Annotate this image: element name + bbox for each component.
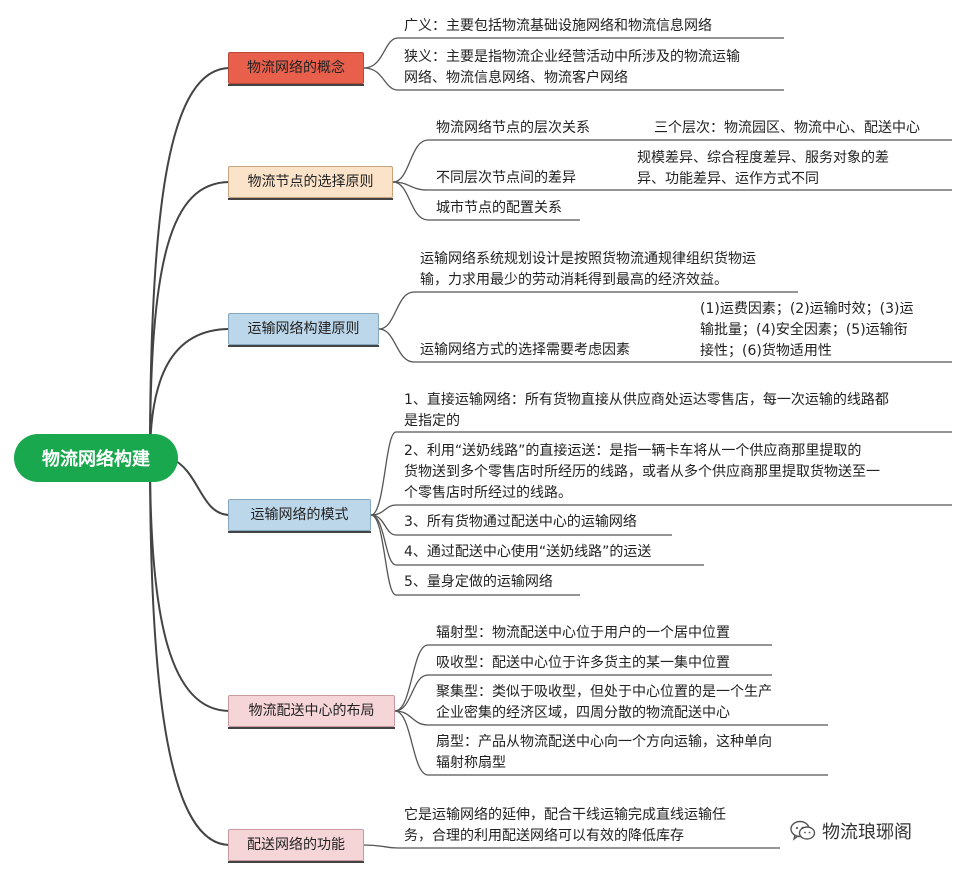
layout-fan-text: 扇型：产品从物流配送中心向一个方向运输，这种单向 辐射称扇型	[436, 734, 772, 771]
node-difference-detail: 规模差异、综合程度差异、服务对象的差 异、功能差异、运作方式不同	[637, 150, 889, 187]
transport-principle-text: 运输网络系统规划设计是按照货物流通规律组织货物运 输，力求用最少的劳动消耗得到最…	[420, 251, 756, 288]
branch-concept[interactable]: 物流网络的概念	[228, 52, 364, 86]
node-hierarchy-detail: 三个层次：物流园区、物流中心、配送中心	[654, 120, 920, 136]
concept-narrow-text: 狭义：主要是指物流企业经营活动中所涉及的物流运输 网络、物流信息网络、物流客户网…	[404, 49, 740, 86]
branch-transport-principle[interactable]: 运输网络构建原则	[228, 313, 379, 347]
node-difference-label: 不同层次节点间的差异	[436, 170, 576, 186]
mode-item-2: 2、利用“送奶线路”的直接运送：是指一辆卡车将从一个供应商那里提取的 货物送到多…	[404, 443, 880, 501]
branch-underline	[228, 198, 393, 200]
branch-concept-label: 物流网络的概念	[247, 60, 345, 76]
branch-transport-mode[interactable]: 运输网络的模式	[228, 499, 371, 533]
branch-node-principle[interactable]: 物流节点的选择原则	[228, 166, 393, 200]
root-node[interactable]: 物流网络构建	[14, 434, 178, 482]
branch-dc-layout[interactable]: 物流配送中心的布局	[228, 695, 395, 729]
branch-underline	[228, 84, 364, 86]
branch-delivery-function[interactable]: 配送网络的功能	[228, 829, 364, 863]
transport-factor-label: 运输网络方式的选择需要考虑因素	[420, 342, 630, 358]
concept-broad-text: 广义：主要包括物流基础设施网络和物流信息网络	[404, 18, 712, 34]
wechat-icon	[790, 820, 816, 841]
branch-delivery-function-label: 配送网络的功能	[247, 837, 345, 853]
branch-dc-layout-label: 物流配送中心的布局	[248, 703, 375, 719]
watermark: 物流琅琊阁	[790, 818, 912, 844]
link-delivery-function	[149, 457, 231, 846]
link-transport-mode	[169, 457, 231, 516]
delivery-function-text: 它是运输网络的延伸，配合干线运输完成直线运输任 务，合理的利用配送网络可以有效的…	[404, 807, 726, 844]
link-dc-layout	[149, 457, 231, 712]
branch-underline	[228, 345, 379, 347]
branch-underline	[228, 531, 371, 533]
branch-transport-principle-label: 运输网络构建原则	[247, 321, 360, 337]
layout-radial-text: 辐射型：物流配送中心位于用户的一个居中位置	[436, 625, 730, 641]
layout-cluster-text: 聚集型：类似于吸收型，但处于中心位置的是一个生产 企业密集的经济区域，四周分散的…	[436, 684, 772, 721]
city-node-label: 城市节点的配置关系	[436, 200, 562, 216]
branch-underline	[228, 727, 395, 729]
link-transport-principle	[149, 328, 231, 459]
root-branch-links	[149, 67, 231, 846]
branch-underline	[228, 861, 364, 863]
link-concept	[149, 67, 231, 459]
layout-absorb-text: 吸收型：配送中心位于许多货主的某一集中位置	[436, 655, 730, 671]
mode-item-1: 1、直接运输网络：所有货物直接从供应商处运达零售店，每一次运输的线路都 是指定的	[404, 392, 889, 429]
sub-branch-links	[363, 37, 690, 849]
transport-factor-detail: (1)运费因素；(2)运输时效；(3)运 输批量；(4)安全因素；(5)运输衔 …	[700, 301, 914, 359]
watermark-text: 物流琅琊阁	[822, 822, 912, 843]
branch-node-principle-label: 物流节点的选择原则	[247, 174, 374, 190]
leaf-underlines	[396, 37, 952, 849]
mode-item-4: 4、通过配送中心使用“送奶线路”的运送	[404, 544, 652, 560]
mode-item-3: 3、所有货物通过配送中心的运输网络	[404, 514, 637, 530]
node-hierarchy-label: 物流网络节点的层次关系	[436, 120, 590, 136]
branch-transport-mode-label: 运输网络的模式	[250, 507, 349, 523]
mode-item-5: 5、量身定做的运输网络	[404, 574, 553, 590]
link-node-principle	[149, 181, 231, 459]
